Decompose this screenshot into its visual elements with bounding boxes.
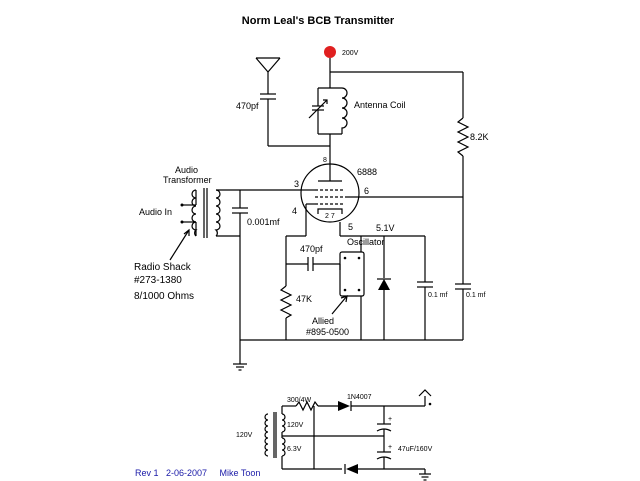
pin6-label: 6 xyxy=(364,186,369,196)
pin4-label: 4 xyxy=(292,206,297,216)
pin5-label: 5 xyxy=(348,222,353,232)
b-plus-label: 200V xyxy=(342,50,359,57)
psu-diode-label: 1N4007 xyxy=(347,394,372,401)
tube-label: 6888 xyxy=(357,167,377,177)
psu-filter-label: 47uF/160V xyxy=(398,446,433,453)
audio-transformer-label-2: Transformer xyxy=(163,175,212,185)
zener-diode xyxy=(377,236,391,340)
bypass2-label: 0.1 mf xyxy=(466,292,486,299)
pin27-label: 2 7 xyxy=(325,213,335,220)
psu-plus-1: + xyxy=(388,416,392,423)
antenna-coil-label: Antenna Coil xyxy=(354,100,406,110)
antenna-capacitor xyxy=(260,93,276,146)
audio-transformer-label-1: Audio xyxy=(175,165,198,175)
pin3-label: 3 xyxy=(294,179,299,189)
grid-cap-label: 470pf xyxy=(300,244,323,254)
psu-output-terminal-icon xyxy=(418,389,432,397)
psu-secondary-hi-label: 120V xyxy=(287,422,304,429)
power-supply: 300/4W 1N4007 120V 120V 6.3V 47uF/160V +… xyxy=(236,389,433,481)
bypass1-label: 0.1 mf xyxy=(428,292,448,299)
grid-resistor-label: 47K xyxy=(296,294,312,304)
plate-resistor xyxy=(456,117,470,157)
oscillator-label: Oscillator xyxy=(347,237,385,247)
antenna-coil xyxy=(308,72,348,164)
psu-diode-2 xyxy=(346,464,358,474)
psu-diode-1 xyxy=(338,401,350,411)
transformer-impedance-label: 8/1000 Ohms xyxy=(134,291,194,302)
pin8-label: 8 xyxy=(323,157,327,164)
oscillator-crystal xyxy=(339,251,365,297)
schematic-title: Norm Leal's BCB Transmitter xyxy=(242,15,395,27)
grid-resistor xyxy=(279,285,293,319)
antenna-icon xyxy=(255,57,281,94)
ground-icon xyxy=(233,363,247,371)
radio-shack-label: Radio Shack xyxy=(134,262,192,273)
psu-ground-icon xyxy=(419,473,431,481)
psu-secondary-lo-label: 6.3V xyxy=(287,446,302,453)
allied-part-label: #895-0500 xyxy=(306,327,349,337)
coupling-capacitor xyxy=(232,190,248,340)
revision-label: Rev 1 2-06-2007 Mike Toon xyxy=(135,468,260,478)
coupling-cap-label: 0.001mf xyxy=(247,217,280,227)
audio-transformer xyxy=(191,188,221,238)
psu-resistor xyxy=(295,400,319,412)
b-plus-terminal-icon xyxy=(324,46,336,58)
psu-primary-label: 120V xyxy=(236,432,253,439)
allied-label: Allied xyxy=(312,316,334,326)
psu-resistor-label: 300/4W xyxy=(287,397,312,404)
tube-6888 xyxy=(300,163,360,223)
psu-plus-2: + xyxy=(388,444,392,451)
audio-in-label: Audio In xyxy=(139,207,172,217)
plate-resistor-label: 8.2K xyxy=(470,132,489,142)
antenna-cap-label: 470pf xyxy=(236,101,259,111)
bypass-capacitor-1 xyxy=(417,236,433,340)
zener-label: 5.1V xyxy=(376,223,395,233)
radio-shack-part-label: #273-1380 xyxy=(134,275,182,286)
bypass-capacitor-2 xyxy=(455,283,471,340)
